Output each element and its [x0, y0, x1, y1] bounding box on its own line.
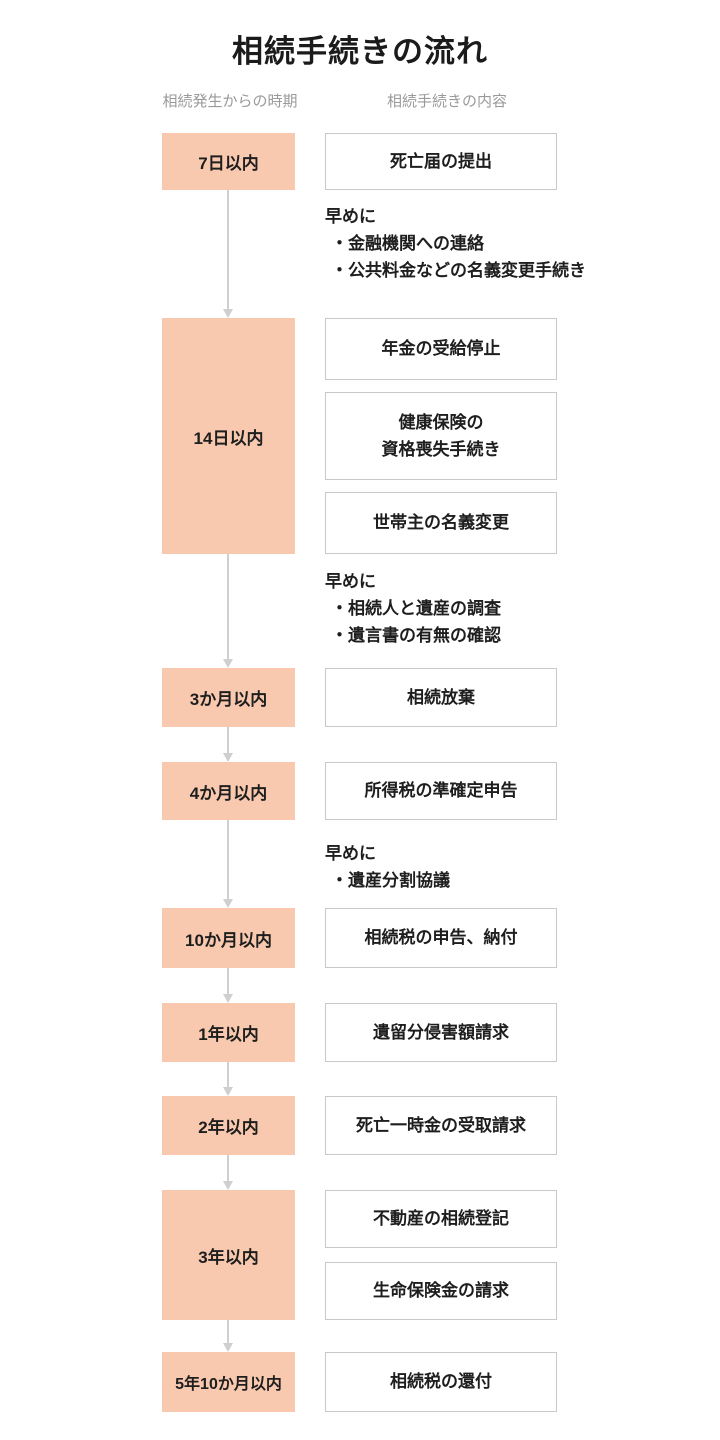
period-box-5years10months: 5年10か月以内: [162, 1352, 295, 1412]
note-bullet: ・金融機関への連絡: [331, 234, 484, 253]
arrow-down-7: [223, 1155, 233, 1190]
content-box-renounce: 相続放棄: [325, 668, 557, 727]
note-early-1: 早めに ・金融機関への連絡 ・公共料金などの名義変更手続き: [325, 203, 586, 284]
arrow-down-5: [223, 968, 233, 1003]
period-box-14days: 14日以内: [162, 318, 295, 554]
note-early-3: 早めに ・遺産分割協議: [325, 840, 450, 894]
period-box-7days: 7日以内: [162, 133, 295, 190]
arrow-down-3: [223, 727, 233, 762]
arrow-down-6: [223, 1062, 233, 1096]
note-title: 早めに: [325, 207, 376, 226]
content-box-tax-refund: 相続税の還付: [325, 1352, 557, 1412]
content-box-householder-change: 世帯主の名義変更: [325, 492, 557, 554]
period-box-2years: 2年以内: [162, 1096, 295, 1155]
content-box-death-report: 死亡届の提出: [325, 133, 557, 190]
period-box-1year: 1年以内: [162, 1003, 295, 1062]
note-bullet: ・遺産分割協議: [331, 871, 450, 890]
content-box-health-insurance: 健康保険の 資格喪失手続き: [325, 392, 557, 480]
period-box-4months: 4か月以内: [162, 762, 295, 820]
period-box-10months: 10か月以内: [162, 908, 295, 968]
period-box-3months: 3か月以内: [162, 668, 295, 727]
content-box-income-tax: 所得税の準確定申告: [325, 762, 557, 820]
content-box-life-insurance-claim: 生命保険金の請求: [325, 1262, 557, 1320]
content-box-legitime-claim: 遺留分侵害額請求: [325, 1003, 557, 1062]
arrow-down-8: [223, 1320, 233, 1352]
page-title: 相続手続きの流れ: [232, 34, 488, 69]
note-title: 早めに: [325, 572, 376, 591]
content-box-real-estate-registration: 不動産の相続登記: [325, 1190, 557, 1248]
content-box-lumpsum-claim: 死亡一時金の受取請求: [325, 1096, 557, 1155]
period-box-3years: 3年以内: [162, 1190, 295, 1320]
content-box-inheritance-tax: 相続税の申告、納付: [325, 908, 557, 968]
arrow-down-4: [223, 820, 233, 908]
arrow-down-2: [223, 554, 233, 668]
note-bullet: ・遺言書の有無の確認: [331, 626, 501, 645]
note-early-2: 早めに ・相続人と遺産の調査 ・遺言書の有無の確認: [325, 568, 501, 649]
content-box-pension-stop: 年金の受給停止: [325, 318, 557, 380]
note-title: 早めに: [325, 844, 376, 863]
column-header-period: 相続発生からの時期: [162, 93, 298, 110]
column-header-content: 相続手続きの内容: [386, 93, 508, 110]
arrow-down-1: [223, 190, 233, 318]
note-bullet: ・相続人と遺産の調査: [331, 599, 501, 618]
note-bullet: ・公共料金などの名義変更手続き: [331, 261, 586, 280]
